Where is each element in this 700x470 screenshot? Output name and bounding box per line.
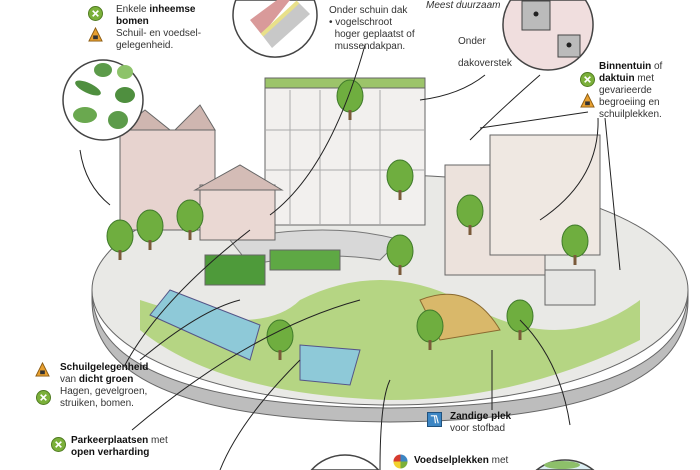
eaves-label-2: dakoverstek bbox=[458, 58, 512, 69]
fork-knife-icon bbox=[51, 437, 66, 452]
fork-knife-icon bbox=[580, 72, 595, 87]
brick-inset bbox=[502, 0, 594, 71]
shelter-triangle-icon bbox=[580, 93, 595, 108]
roof-label: Onder schuin dak• vogelschroot hoger gep… bbox=[329, 5, 415, 52]
food-places-label: Voedselplekken met bbox=[414, 455, 509, 466]
shelter-triangle-icon bbox=[35, 362, 50, 377]
fork-knife-icon bbox=[88, 6, 103, 21]
shelter-triangle-icon bbox=[88, 27, 103, 42]
pointer-lines bbox=[79, 44, 621, 470]
most-sustainable-label: Meest duurzaam bbox=[426, 0, 501, 11]
bottom-insets bbox=[310, 454, 595, 470]
roof-inset bbox=[232, 0, 318, 58]
leaf-inset bbox=[62, 59, 144, 141]
dust-bath-icon bbox=[427, 412, 442, 427]
buildings bbox=[118, 77, 601, 306]
eaves-label-1: Onder bbox=[458, 36, 486, 47]
four-color-circle-icon bbox=[393, 454, 408, 469]
fork-knife-icon bbox=[36, 390, 51, 405]
